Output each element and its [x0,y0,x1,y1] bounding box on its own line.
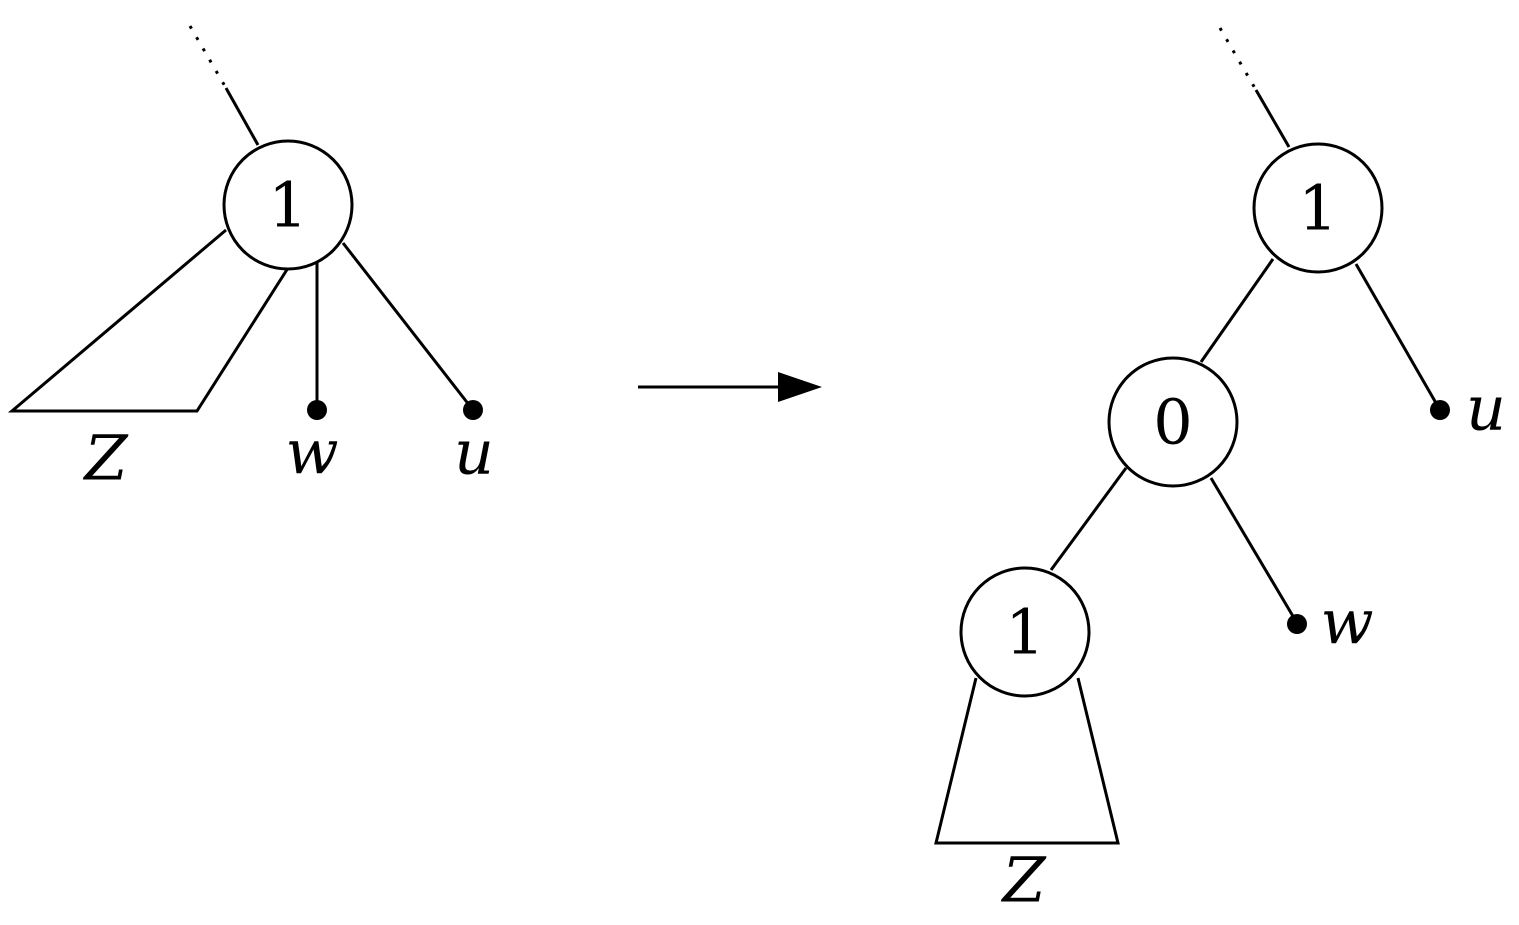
left-edge-to-u [341,242,475,411]
right-tree: 1 0 1 u w Z [934,27,1506,917]
left-tree: 1 Z w u [7,25,494,495]
left-root-circle [222,139,354,271]
right-edge-middle-to-w [1209,477,1299,624]
right-leaf-u-label: u [1466,372,1506,445]
right-subtree-label: Z [1000,844,1046,917]
right-bottom-node: 1 [959,566,1091,698]
right-parent-ellipsis [1218,27,1258,91]
right-edge-root-to-u [1354,263,1442,411]
arrow-head [778,372,822,402]
left-leaf-w-label: w [285,416,338,489]
right-leaf-w-dot [1287,614,1307,634]
right-root-node: 1 [1252,142,1384,274]
left-root-label: 1 [268,169,307,242]
right-middle-node: 0 [1107,356,1239,488]
left-subtree-shape [7,228,290,413]
right-subtree-shape [934,677,1120,845]
left-subtree-label: Z [82,422,128,495]
right-middle-circle [1107,356,1239,488]
left-leaf-u-label: u [454,416,494,489]
right-middle-label: 0 [1153,386,1192,459]
right-leaf-w-label: w [1320,586,1373,659]
right-parent-edge [1254,89,1291,148]
right-edge-root-to-middle [1199,258,1275,363]
left-leaf-u-dot [463,400,483,420]
transformation-arrow [638,372,822,402]
right-bottom-label: 1 [1005,596,1044,669]
left-parent-ellipsis [188,25,228,89]
left-leaf-w-dot [307,400,327,420]
right-edge-middle-to-bottom [1049,467,1128,571]
right-root-circle [1252,142,1384,274]
right-root-label: 1 [1298,172,1337,245]
left-root-node: 1 [222,139,354,271]
right-leaf-u-dot [1430,400,1450,420]
right-bottom-circle [959,566,1091,698]
left-parent-edge [224,87,260,146]
